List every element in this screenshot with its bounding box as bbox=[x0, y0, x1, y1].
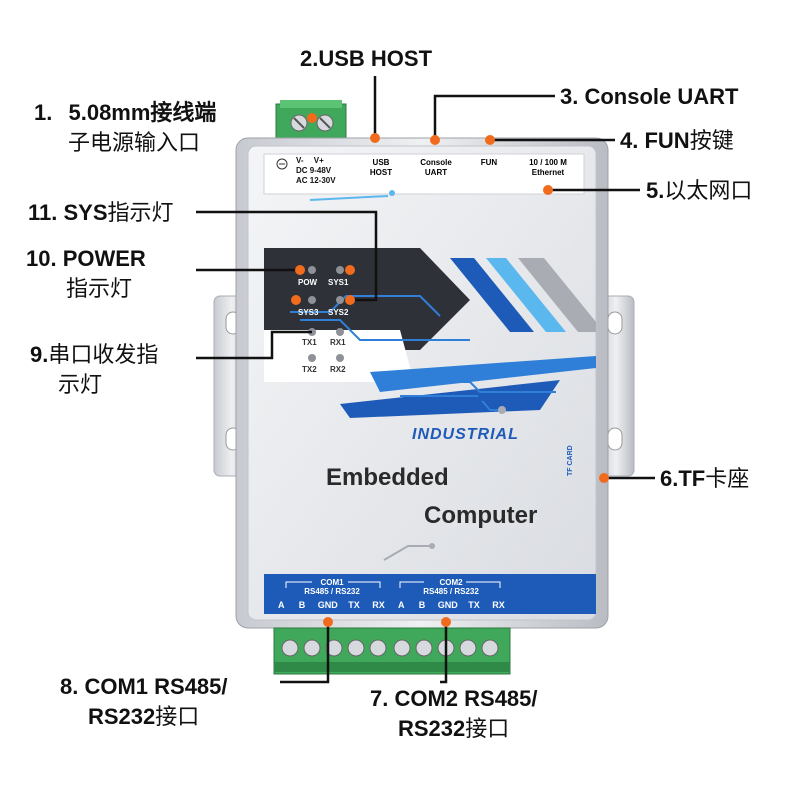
product-line2: Computer bbox=[424, 502, 538, 529]
callout-8-line1: 8. COM1 RS485/ bbox=[60, 674, 228, 699]
callout-7-line1: 7. COM2 RS485/ bbox=[370, 686, 538, 711]
power-label-vminus: V- bbox=[296, 156, 304, 165]
callout-1-num: 1. bbox=[34, 100, 53, 125]
com2-pin-rx: RX bbox=[492, 600, 505, 610]
port-console-line1: Console bbox=[420, 158, 452, 167]
callout-7-line2-rest: 接口 bbox=[465, 716, 510, 741]
callout-8-line2-bold: RS232 bbox=[88, 704, 156, 729]
callout-9-line1: 串口收发指 bbox=[48, 342, 159, 367]
callout-10-line2: 指示灯 bbox=[66, 276, 133, 301]
power-rating-dc: DC 9-48V bbox=[296, 166, 332, 175]
com2-pin-gnd: GND bbox=[437, 600, 458, 610]
led-label-sys3: SYS3 bbox=[298, 308, 319, 317]
callout-1-line1: 5.08mm接线端 bbox=[68, 100, 217, 125]
com1-pin-a: A bbox=[278, 600, 285, 610]
port-ethernet-line2: Ethernet bbox=[531, 168, 565, 177]
led-group bbox=[308, 266, 344, 362]
port-fun-label: FUN bbox=[480, 158, 498, 167]
com2-title: COM2 bbox=[439, 578, 463, 587]
com2-pin-tx: TX bbox=[468, 600, 480, 610]
port-ethernet-line1: 10 / 100 M bbox=[529, 158, 567, 167]
brand-text: INDUSTRIAL bbox=[412, 426, 519, 443]
led-label-tx2: TX2 bbox=[302, 365, 317, 374]
tf-card-label: TF CARD bbox=[567, 445, 574, 476]
com-terminals bbox=[273, 627, 511, 675]
callout-10-line1: 10. POWER bbox=[26, 246, 146, 271]
callout-4-rest: 按键 bbox=[689, 128, 734, 153]
led-label-sys2: SYS2 bbox=[328, 308, 349, 317]
com1-pin-rx: RX bbox=[372, 600, 385, 610]
callout-9: 9.串口收发指 示灯 bbox=[30, 340, 158, 400]
led-label-sys1: SYS1 bbox=[328, 278, 349, 287]
led-label-tx1: TX1 bbox=[302, 338, 317, 347]
com-panel bbox=[264, 574, 596, 614]
com1-pin-gnd: GND bbox=[317, 600, 338, 610]
led-label-rx1: RX1 bbox=[330, 338, 346, 347]
callout-11-bold: 11. SYS bbox=[28, 200, 108, 225]
com2-pin-a: A bbox=[398, 600, 405, 610]
leader-lines bbox=[196, 76, 655, 684]
callout-2: 2.USB HOST bbox=[300, 46, 433, 71]
product-line1: Embedded bbox=[326, 464, 449, 491]
callout-7: 7. COM2 RS485/ RS232接口 bbox=[370, 684, 538, 744]
com2-mode: RS485 / RS232 bbox=[423, 587, 479, 596]
callout-1: 1. 5.08mm接线端 子电源输入口 bbox=[34, 98, 216, 158]
com1-pin-tx: TX bbox=[348, 600, 360, 610]
com2-pin-b: B bbox=[418, 600, 426, 610]
callout-6: 6.TF卡座 bbox=[660, 464, 749, 494]
led-label-rx2: RX2 bbox=[330, 365, 346, 374]
port-console-line2: UART bbox=[424, 168, 448, 177]
callout-8-line2-rest: 接口 bbox=[155, 704, 200, 729]
callout-11-rest: 指示灯 bbox=[107, 200, 174, 225]
power-label-vplus: V+ bbox=[313, 156, 324, 165]
callout-9-line2: 示灯 bbox=[58, 372, 103, 397]
port-usb-line1: USB bbox=[372, 158, 390, 167]
callout-5-rest: 以太网口 bbox=[664, 178, 753, 203]
led-label-pow: POW bbox=[298, 278, 318, 287]
callout-dots bbox=[291, 113, 609, 627]
callout-8: 8. COM1 RS485/ RS232接口 bbox=[60, 672, 228, 732]
com1-title: COM1 bbox=[320, 578, 344, 587]
com1-mode: RS485 / RS232 bbox=[304, 587, 360, 596]
callout-4-bold: 4. FUN bbox=[620, 128, 690, 153]
callout-6-rest: 卡座 bbox=[705, 466, 750, 491]
callout-1-line2: 子电源输入口 bbox=[68, 130, 201, 155]
com1-pin-b: B bbox=[298, 600, 306, 610]
callout-9-bold: 9. bbox=[30, 342, 49, 367]
power-rating-ac: AC 12-30V bbox=[296, 176, 336, 185]
callout-6-bold: 6.TF bbox=[660, 466, 706, 491]
callout-4: 4. FUN按键 bbox=[620, 126, 734, 156]
callout-10: 10. POWER 指示灯 bbox=[26, 244, 146, 304]
callout-5: 5.以太网口 bbox=[646, 176, 752, 206]
callout-7-line2-bold: RS232 bbox=[398, 716, 466, 741]
callout-5-bold: 5. bbox=[646, 178, 665, 203]
callout-11: 11. SYS指示灯 bbox=[28, 198, 174, 228]
callout-3: 3. Console UART bbox=[560, 84, 739, 109]
port-usb-line2: HOST bbox=[369, 168, 393, 177]
